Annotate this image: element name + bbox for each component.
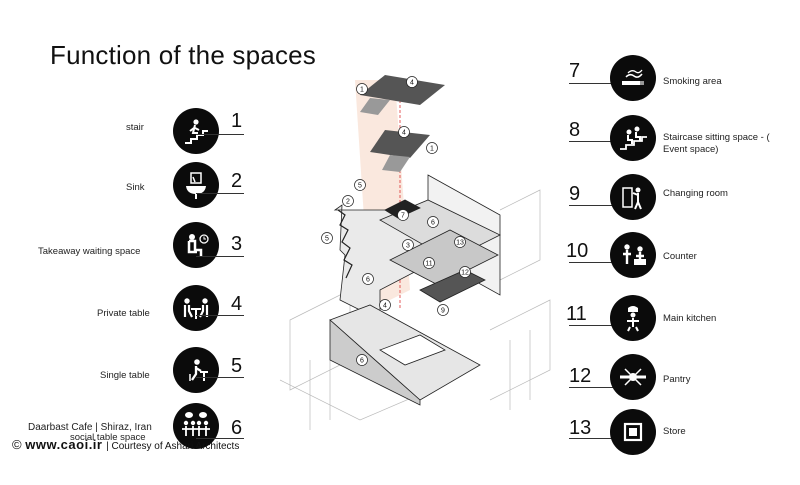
- legend-label-single: Single table: [100, 370, 150, 381]
- legend-underline: [569, 262, 617, 263]
- svg-text:6: 6: [366, 277, 370, 284]
- credit-site[interactable]: www.caoi.ir: [25, 437, 103, 452]
- diagram-tag: 2: [342, 195, 354, 207]
- diagram-tag: 4: [398, 126, 410, 138]
- plane-mid: [370, 130, 430, 158]
- legend-label-social: social table space: [70, 432, 146, 443]
- legend-underline: [196, 256, 244, 257]
- legend-label-sink: Sink: [126, 182, 145, 193]
- legend-underline: [196, 377, 244, 378]
- diagram-tag: 6: [362, 273, 374, 285]
- diagram-tag: 1: [426, 142, 438, 154]
- cigarette-icon: [610, 55, 656, 101]
- legend-num-12: 12: [569, 365, 592, 387]
- legend-underline: [196, 438, 244, 439]
- group-table-speech-icon: [173, 403, 219, 449]
- legend-label-takeaway: Takeaway waiting space: [38, 246, 141, 257]
- chef-icon: [610, 295, 656, 341]
- svg-text:12: 12: [461, 270, 469, 277]
- diagram-tag: 9: [437, 304, 449, 316]
- diagram-tag: 6: [427, 216, 439, 228]
- single-person-table-icon: [173, 347, 219, 393]
- legend-num-5: 5: [231, 355, 243, 377]
- svg-text:6: 6: [431, 220, 435, 227]
- legend-label-private: Private table: [97, 308, 150, 319]
- svg-text:4: 4: [410, 80, 414, 87]
- legend-num-6: 6: [231, 417, 243, 439]
- diagram-tag: 3: [402, 239, 414, 251]
- sink-icon: [173, 162, 219, 208]
- svg-text:7: 7: [401, 213, 405, 220]
- plane-top: [360, 75, 445, 105]
- legend-label-pantry: Pantry: [663, 374, 691, 385]
- diagram-tag: 12: [459, 266, 471, 278]
- svg-text:11: 11: [425, 261, 432, 268]
- diagram-tag: 13: [454, 236, 466, 248]
- svg-text:4: 4: [402, 130, 406, 137]
- legend-num-11: 11: [566, 303, 587, 325]
- svg-text:6: 6: [360, 358, 364, 365]
- legend-label-counter: Counter: [663, 251, 697, 262]
- diagram-tag: 6: [356, 354, 368, 366]
- credit-courtesy: | Courtesy of Ashari Architects: [106, 441, 240, 452]
- svg-text:1: 1: [360, 87, 364, 94]
- legend-label-kitchen: Main kitchen: [663, 313, 717, 324]
- legend-num-4: 4: [231, 293, 243, 315]
- svg-text:13: 13: [456, 240, 464, 247]
- waiting-person-clock-icon: [173, 222, 219, 268]
- legend-label-stair: stair: [126, 122, 144, 133]
- legend-underline: [569, 141, 617, 142]
- diagram-tag: 5: [354, 179, 366, 191]
- copyright-icon: ©: [12, 437, 22, 452]
- svg-text:5: 5: [358, 183, 362, 190]
- counter-people-icon: [610, 232, 656, 278]
- legend-num-1: 1: [231, 110, 243, 132]
- svg-text:3: 3: [406, 243, 410, 250]
- legend-underline: [196, 315, 244, 316]
- store-box-icon: [610, 409, 656, 455]
- diagram-tag: 7: [397, 209, 409, 221]
- legend-underline: [569, 387, 617, 388]
- legend-underline: [569, 325, 617, 326]
- diagram-tag: 1: [356, 83, 368, 95]
- diagram-tag: 4: [379, 299, 391, 311]
- legend-label-store: Store: [663, 426, 686, 437]
- legend-label-staircase: Staircase sitting space - ( Event space): [663, 132, 770, 155]
- diagram-tag: 11: [423, 257, 435, 269]
- svg-text:4: 4: [383, 303, 387, 310]
- two-people-table-icon: [173, 285, 219, 331]
- legend-underline: [569, 83, 617, 84]
- stair-climber-icon: [173, 108, 219, 154]
- svg-text:5: 5: [325, 236, 329, 243]
- legend-label-smoking: Smoking area: [663, 76, 722, 87]
- legend-num-3: 3: [231, 233, 243, 255]
- legend-underline: [196, 193, 244, 194]
- svg-text:1: 1: [430, 146, 434, 153]
- legend-underline: [569, 438, 617, 439]
- changing-room-icon: [610, 174, 656, 220]
- people-sitting-stairs-icon: [610, 115, 656, 161]
- diagram-tag: 5: [321, 232, 333, 244]
- legend-underline: [569, 205, 617, 206]
- credit-line: © www.caoi.ir | Courtesy of Ashari Archi…: [12, 437, 239, 452]
- legend-num-10: 10: [566, 240, 589, 262]
- credit-project: Daarbast Cafe | Shiraz, Iran: [28, 422, 152, 433]
- svg-text:2: 2: [346, 199, 350, 206]
- legend-num-8: 8: [569, 119, 581, 141]
- pantry-utensils-icon: [610, 354, 656, 400]
- legend-num-13: 13: [569, 417, 592, 439]
- legend-num-7: 7: [569, 60, 581, 82]
- legend-label-changing: Changing room: [663, 188, 728, 199]
- legend-num-2: 2: [231, 170, 243, 192]
- diagram-tag: 4: [406, 76, 418, 88]
- svg-text:9: 9: [441, 308, 445, 315]
- axonometric-diagram: 1 4 4 1 5 2 5 7 6 3 13 11 12 6 4 9 6: [279, 75, 551, 430]
- legend-num-9: 9: [569, 183, 581, 205]
- page-title: Function of the spaces: [50, 40, 316, 70]
- legend-underline: [196, 134, 244, 135]
